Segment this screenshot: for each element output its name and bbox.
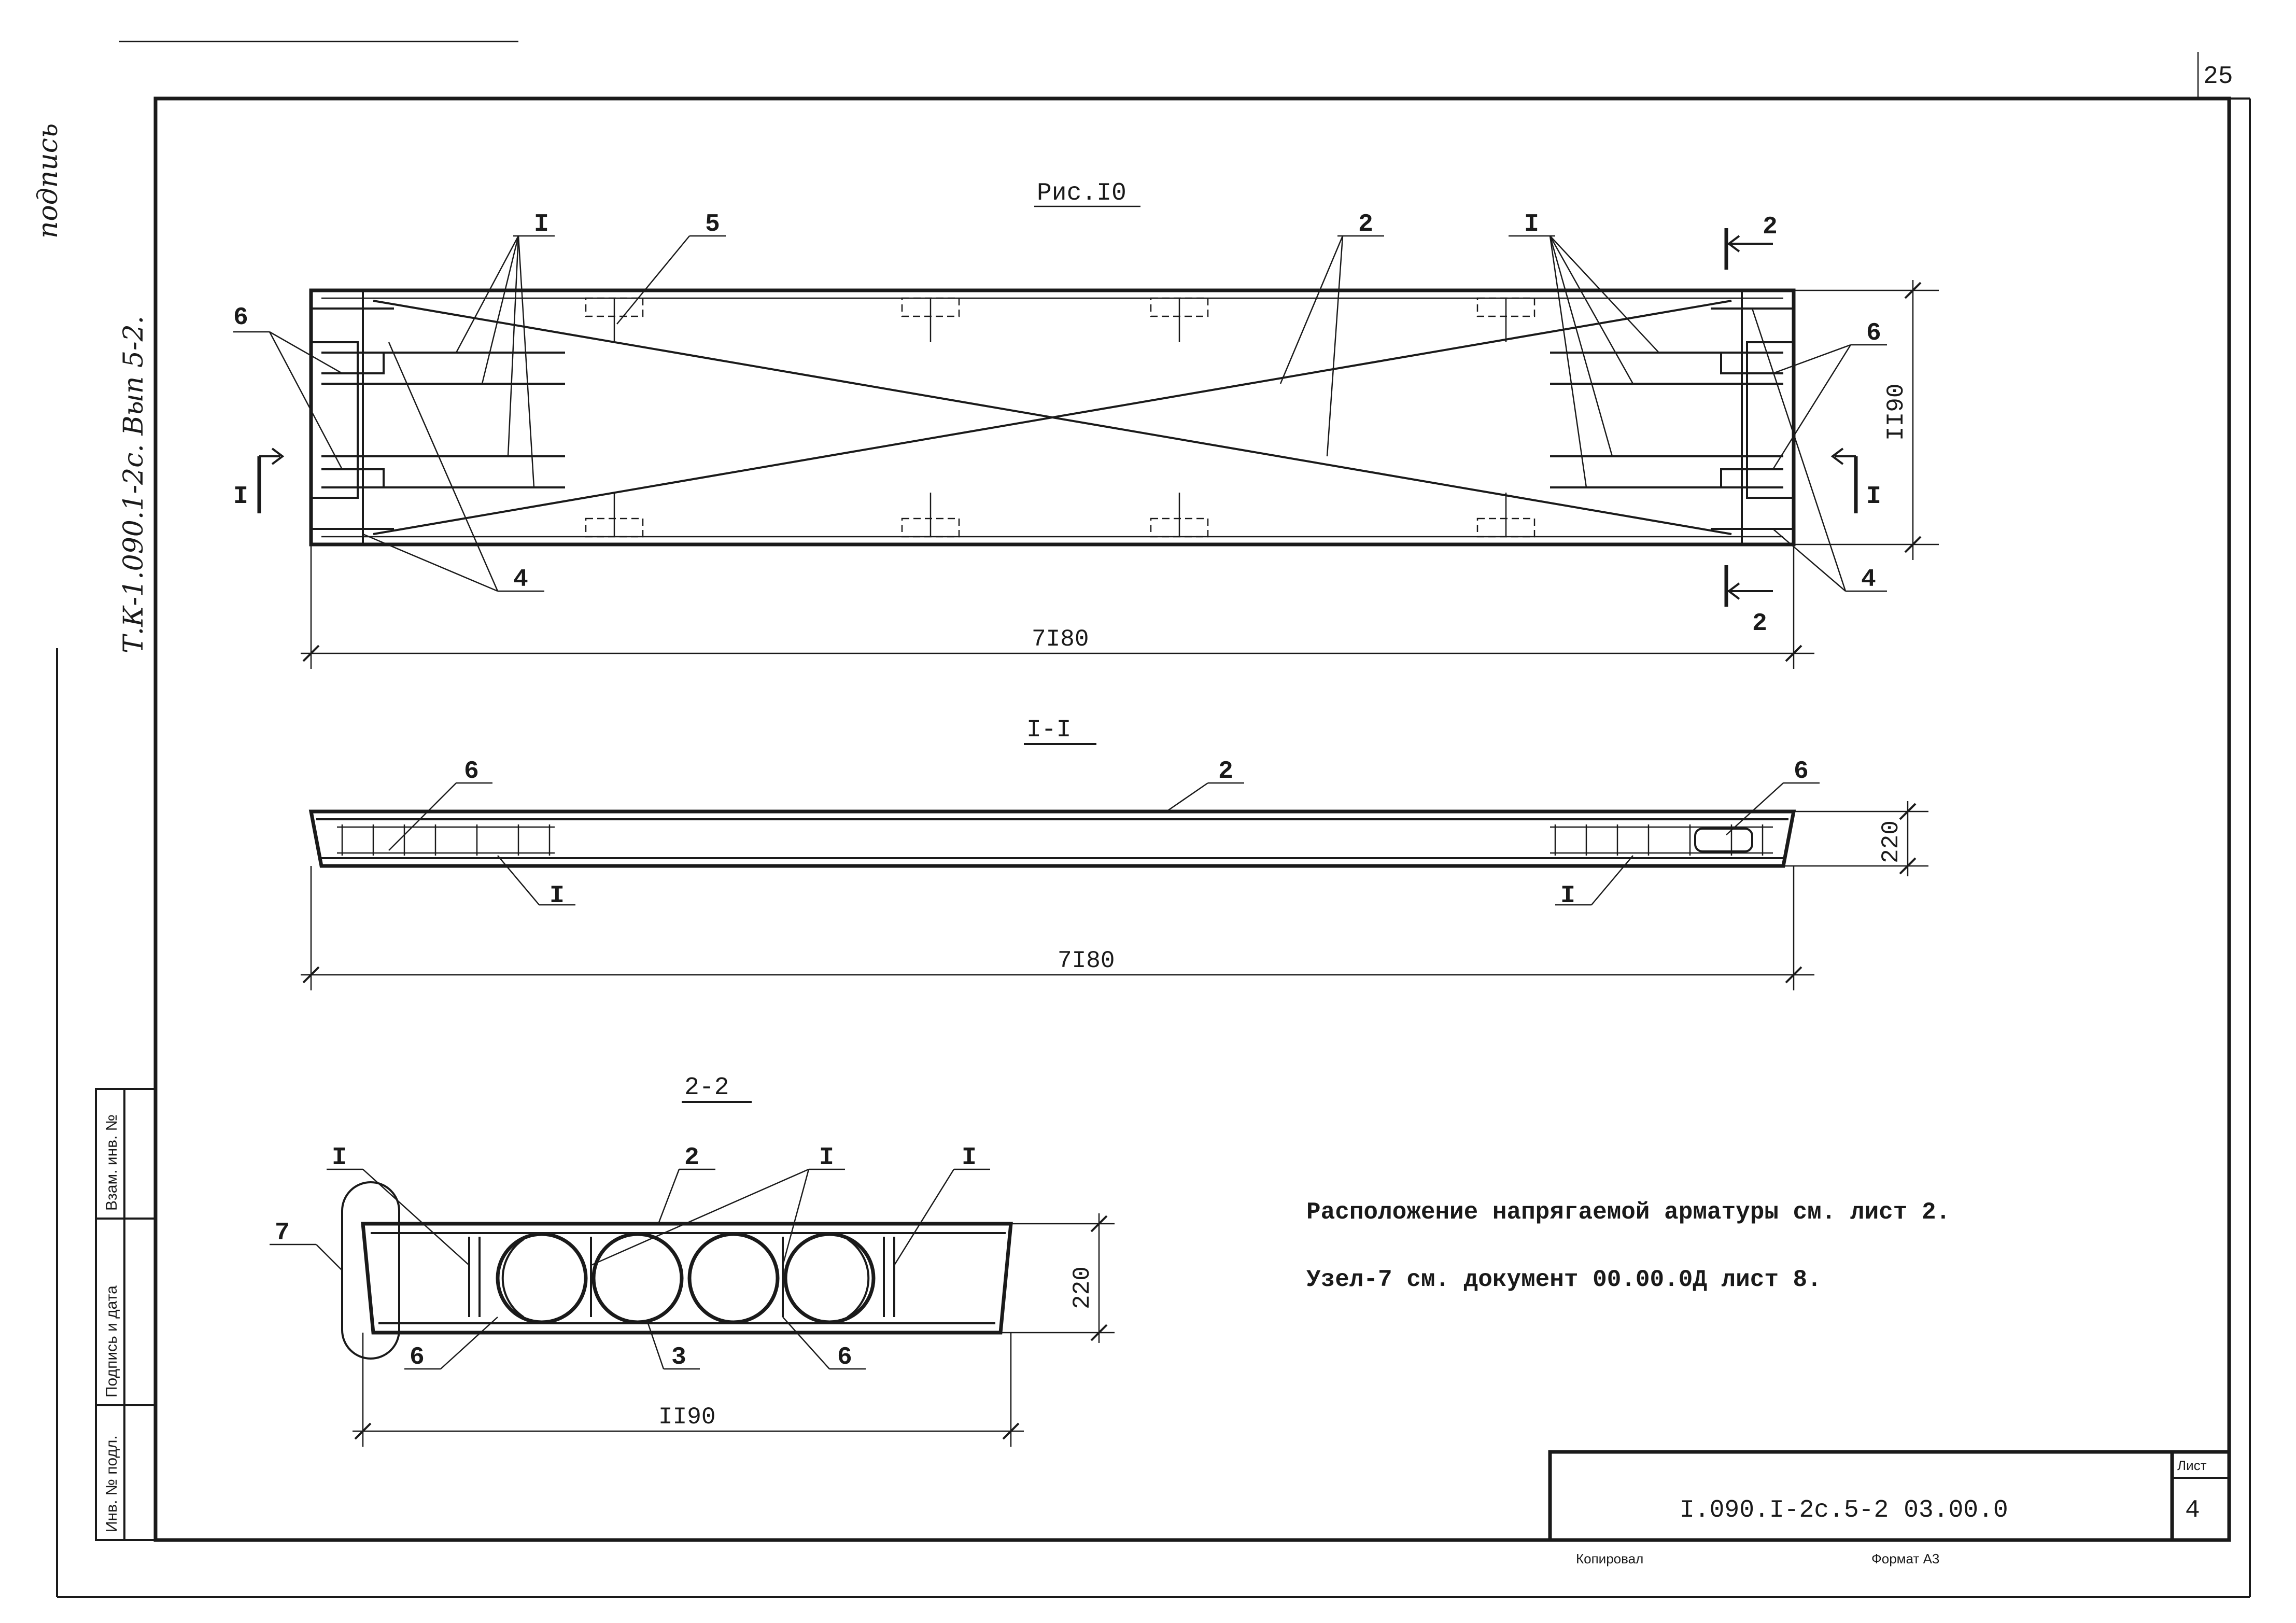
cut-label-section1-right: I: [1866, 483, 1881, 511]
cut-marker-section1-left: [257, 447, 285, 513]
cut-label-section2-bottom: 2: [1752, 610, 1767, 638]
copied-label: Копировал: [1576, 1551, 1643, 1566]
plan-callout-pos6-left: 6: [233, 304, 248, 332]
plan-callout-pos2: 2: [1358, 211, 1373, 239]
plan-callout-pos4-left: 4: [513, 566, 528, 594]
section1-cage-left: [337, 824, 555, 856]
format-label: Формат А3: [1871, 1551, 1939, 1566]
section2-callout-pos2: 2: [684, 1144, 699, 1172]
section2-width-label: II90: [658, 1404, 715, 1431]
section2-view: [270, 1168, 1013, 1370]
stamp-field-inv-podl: Инв. № подл.: [103, 1435, 120, 1532]
plan-callout-pos1-right: I: [1524, 211, 1539, 239]
section1-height-label: 220: [1878, 820, 1905, 863]
side-reference: Т.К-1.090.1-2с. Вып 5-2.: [118, 316, 149, 653]
drawing-designation: I.090.I-2с.5-2 03.00.0: [1680, 1496, 2008, 1524]
plan-length-dimension: [301, 544, 1814, 669]
cut-label-section1-left: I: [233, 483, 248, 511]
section1-cage-right: [1550, 824, 1773, 856]
side-stamp: Инв. № подл. Подпись и дата Взам. инв. №: [95, 1088, 157, 1541]
section1-callout-pos6-left: 6: [464, 758, 479, 786]
section2-callout-pos3: 3: [671, 1344, 686, 1372]
section2-callout-pos6-right: 6: [837, 1344, 852, 1372]
section2-title: 2-2: [684, 1074, 729, 1102]
section2-callout-pos1-a: I: [332, 1144, 347, 1172]
plan-width-label: II90: [1883, 384, 1910, 441]
section2-callout-pos1-b: I: [819, 1144, 834, 1172]
section2-callout-pos6-left: 6: [410, 1344, 425, 1372]
plan-callout-pos4-right: 4: [1861, 566, 1876, 594]
cut-marker-section2-top: [1724, 228, 1773, 270]
page-number: 25: [2203, 63, 2233, 91]
section2-width-dimension: [353, 1333, 1024, 1447]
stamp-field-vzam-inv: Взам. инв. №: [103, 1114, 120, 1211]
section1-callout-pos2: 2: [1218, 758, 1233, 786]
lifting-loops: [585, 297, 1536, 538]
section1-view: [308, 782, 1820, 906]
sheet-number: 4: [2185, 1496, 2200, 1524]
title-block: [1548, 1450, 2231, 1542]
section2-height-dimension: [1001, 1213, 1115, 1343]
section1-title: I-I: [1026, 716, 1071, 744]
section1-callout-pos6-right: 6: [1794, 758, 1809, 786]
plan-leaders: [233, 235, 1887, 592]
section1-length-label: 7I80: [1058, 947, 1115, 974]
section2-height-label: 220: [1069, 1266, 1096, 1309]
section1-height-dimension: [1783, 801, 1928, 876]
note-node-7: Узел-7 см. документ 00.00.0Д лист 8.: [1306, 1266, 1822, 1293]
plan-width-dimension: [1794, 280, 1939, 560]
plan-callout-pos6-right: 6: [1866, 319, 1881, 347]
cut-marker-section1-right: [1830, 447, 1858, 513]
plan-callout-pos5: 5: [705, 211, 720, 239]
cut-label-section2-top: 2: [1763, 213, 1778, 241]
cut-marker-section2-bottom: [1724, 565, 1773, 607]
section2-callout-pos1-c: I: [962, 1144, 977, 1172]
plan-length-label: 7I80: [1032, 626, 1089, 653]
section1-length-dimension: [301, 866, 1814, 990]
note-prestressed-reinforcement: Расположение напрягаемой арматуры см. ли…: [1306, 1199, 1950, 1226]
plan-callout-pos1-left: I: [534, 211, 549, 239]
sheet-label: Лист: [2177, 1458, 2207, 1473]
stamp-field-signature-date: Подпись и дата: [103, 1285, 120, 1397]
section1-callout-pos1-right: I: [1560, 882, 1575, 910]
signature-scribble: подпись: [33, 123, 64, 239]
section2-callout-pos7: 7: [275, 1219, 290, 1247]
section1-callout-pos1-left: I: [550, 882, 565, 910]
sheet-frame: [56, 40, 2251, 1598]
plan-view: I 5 2 I 6 6 4 4 I I 2 2: [233, 211, 1939, 669]
figure-title: Рис.I0: [1037, 179, 1126, 207]
